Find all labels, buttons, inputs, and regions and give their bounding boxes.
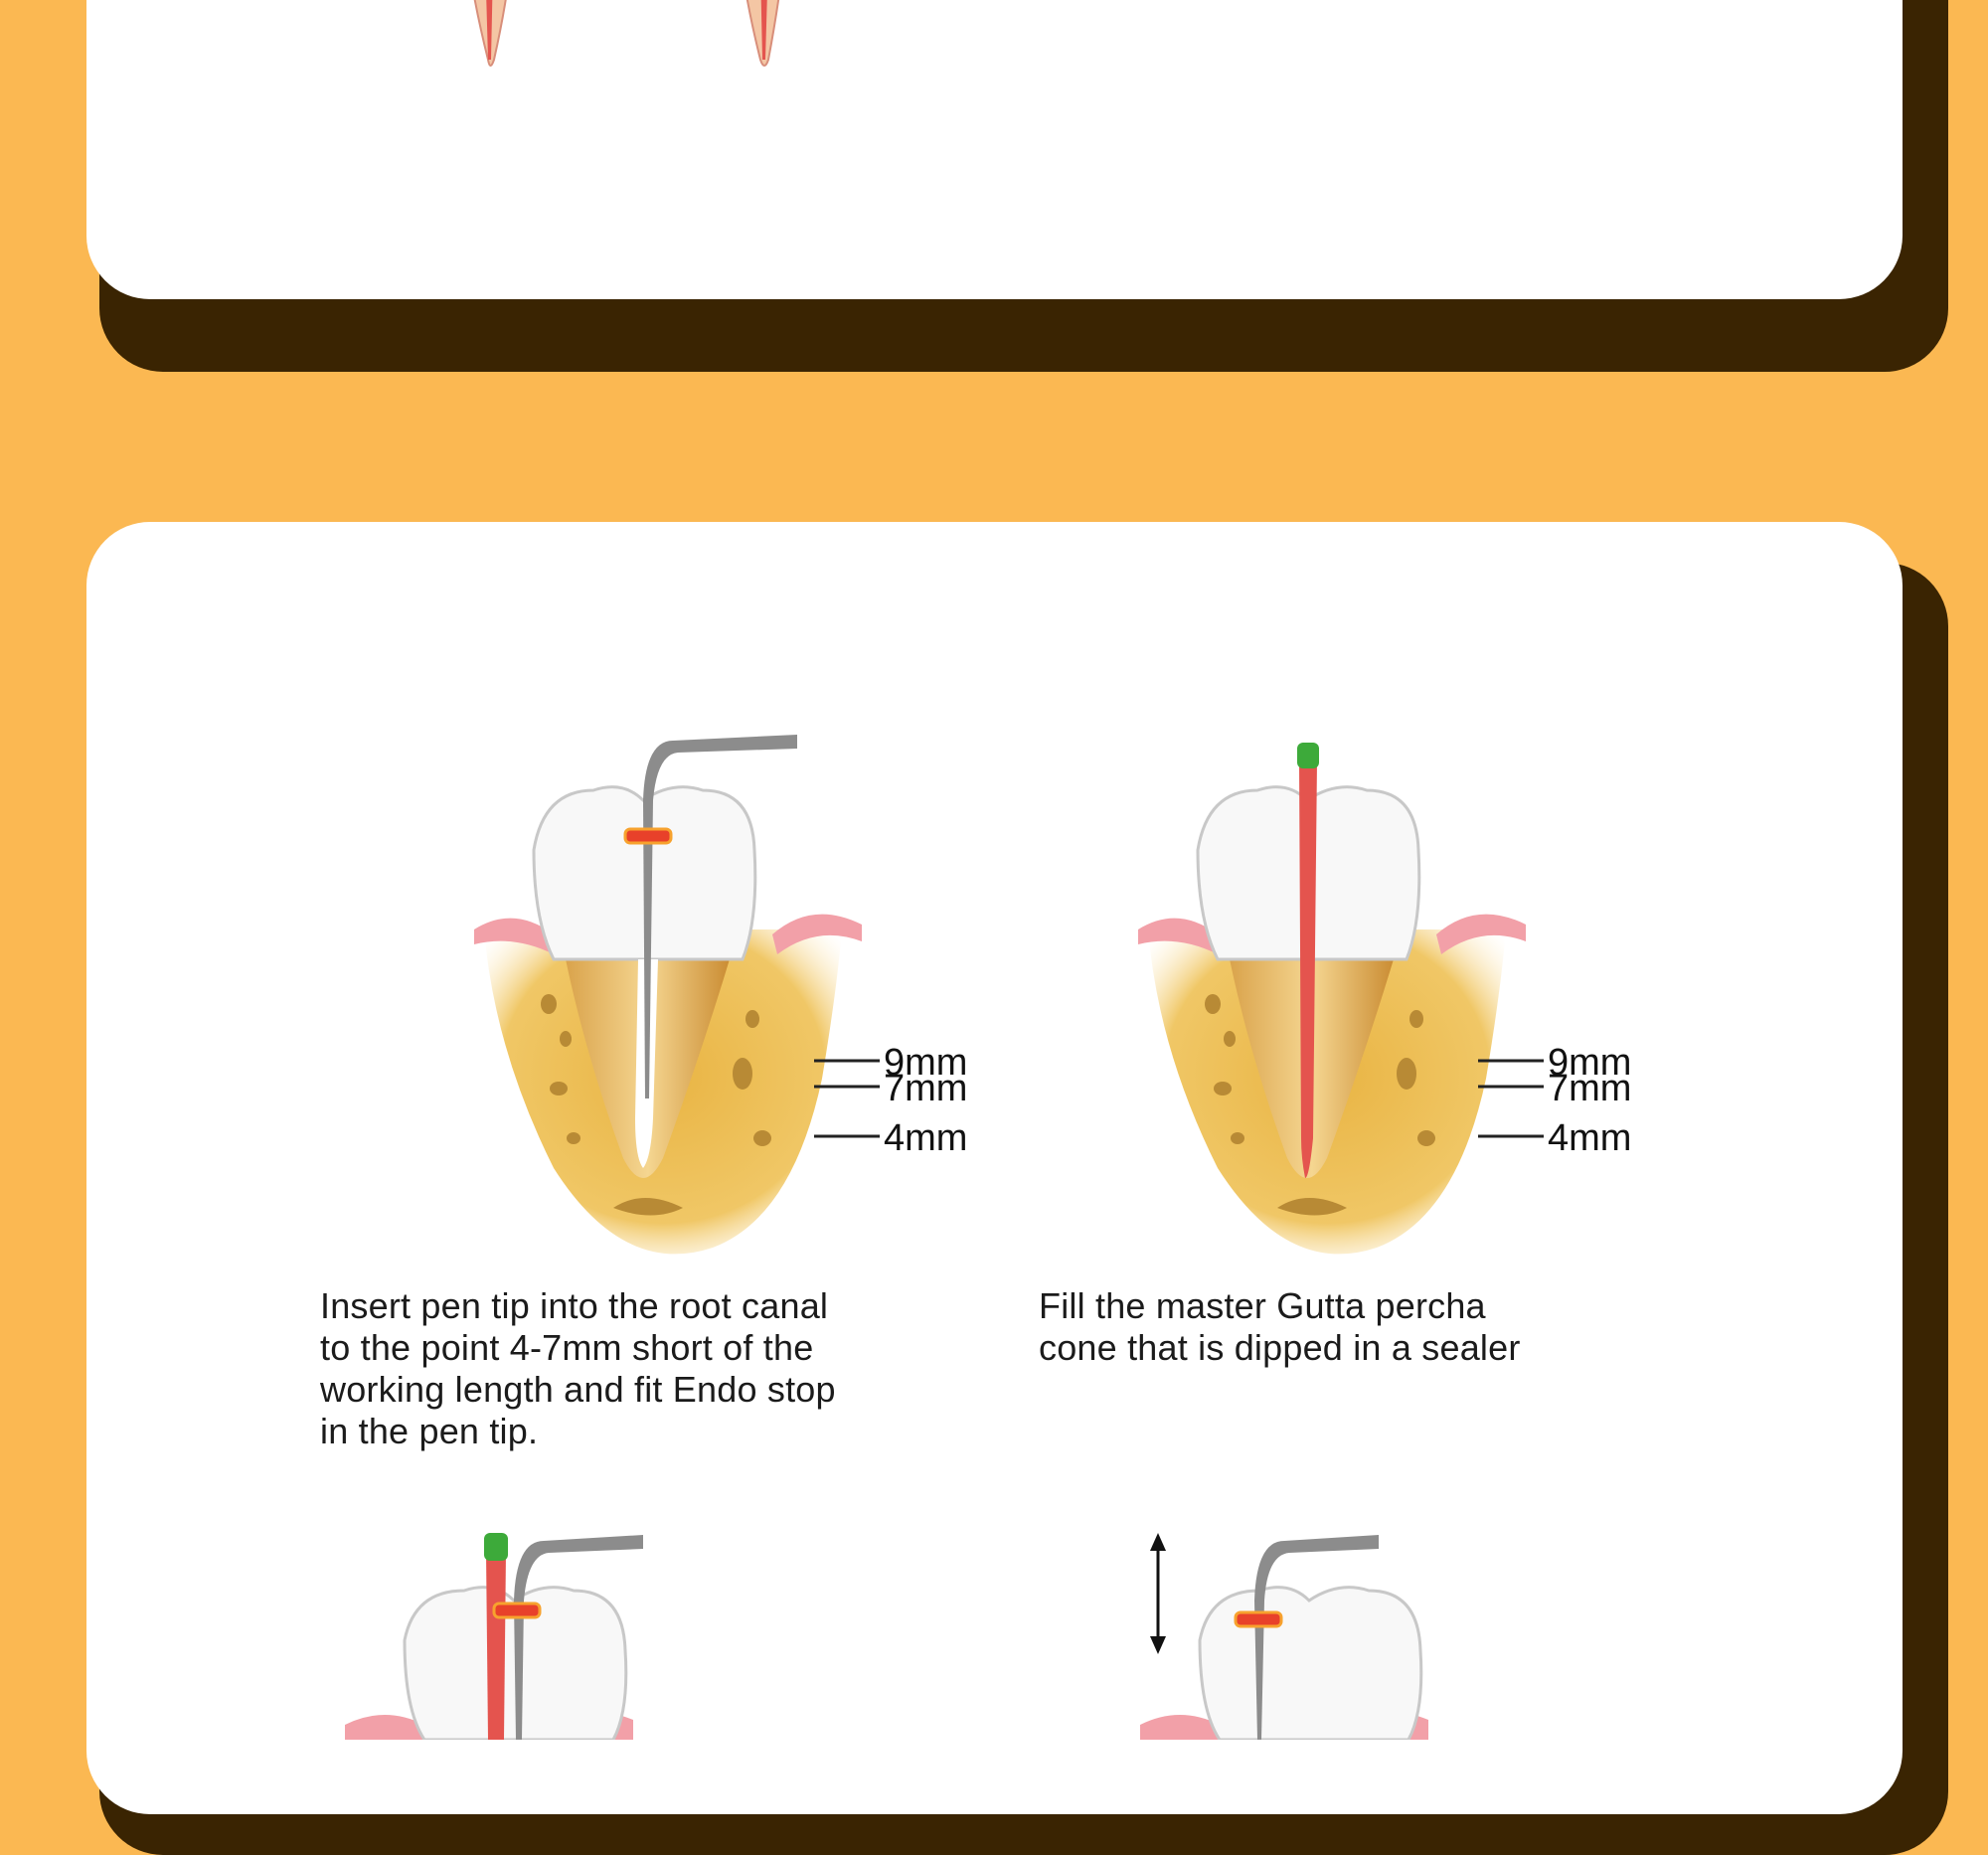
- bottom-card: 9mm 7mm 4mm: [86, 522, 1903, 1814]
- tooth-crown: [1198, 1586, 1423, 1740]
- step1-caption: Insert pen tip into the root canal to th…: [320, 1285, 836, 1451]
- gutta-percha-cone: [486, 1551, 506, 1740]
- gum-right: [1436, 914, 1526, 954]
- gum-right: [772, 914, 862, 954]
- endo-stop: [1234, 1610, 1283, 1628]
- gutta-percha-tip: [1297, 743, 1319, 768]
- plugger-shaft: [514, 1601, 524, 1740]
- plugger-handle: [643, 735, 797, 800]
- up-down-arrow-icon: [1150, 1533, 1166, 1654]
- marker-4mm: 4mm: [1548, 1117, 1631, 1159]
- endo-stop: [623, 827, 673, 845]
- gutta-percha-tip: [484, 1533, 508, 1561]
- plugger-handle: [1254, 1535, 1379, 1601]
- gutta-percha-cone: [1299, 760, 1317, 1178]
- marker-7mm: 7mm: [1548, 1068, 1631, 1109]
- step2-illustration: 9mm 7mm 4mm: [1138, 743, 1631, 1255]
- plugger-shaft: [1254, 1601, 1264, 1740]
- endo-stop: [492, 1602, 542, 1619]
- marker-7mm: 7mm: [884, 1068, 967, 1109]
- gum-left: [474, 918, 554, 954]
- plugger-handle: [514, 1535, 643, 1601]
- gum-left: [345, 1715, 424, 1740]
- marker-9mm: 9mm: [1548, 1042, 1631, 1084]
- step3-illustration: [345, 1533, 643, 1740]
- marker-9mm: 9mm: [884, 1042, 967, 1084]
- gum-left: [1138, 918, 1218, 954]
- step1-illustration: 9mm 7mm 4mm: [474, 735, 967, 1255]
- marker-4mm: 4mm: [884, 1117, 967, 1159]
- top-card: [86, 0, 1903, 299]
- step4-illustration: [1140, 1533, 1428, 1740]
- gum-left: [1140, 1715, 1220, 1740]
- plugger-shaft: [643, 800, 653, 1098]
- tooth-roots-illustration: [473, 0, 780, 67]
- step2-caption: Fill the master Gutta percha cone that i…: [1039, 1285, 1521, 1368]
